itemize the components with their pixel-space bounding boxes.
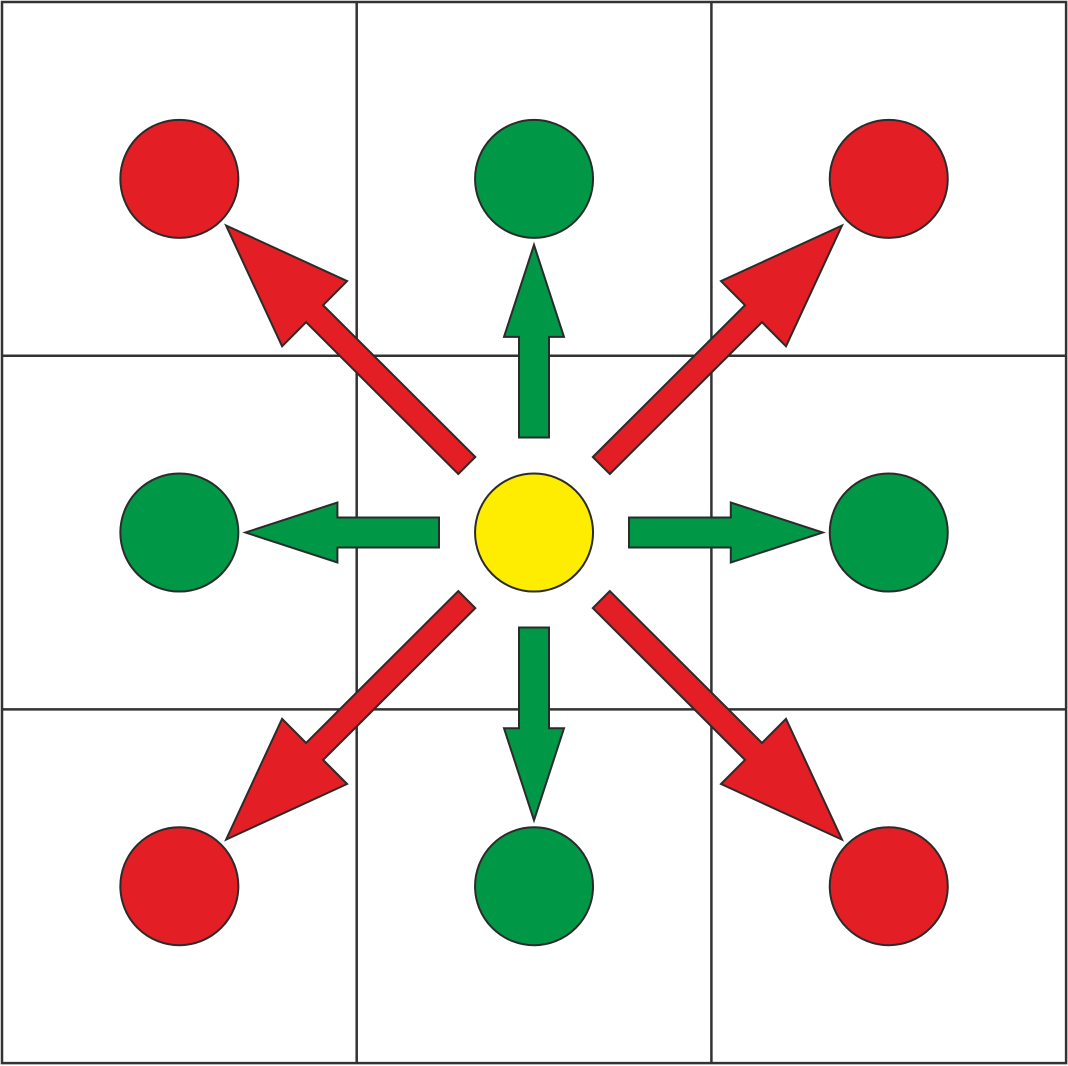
- arrow-north-east: [591, 223, 845, 476]
- arrow-north: [502, 241, 566, 439]
- circle-center: [474, 472, 595, 593]
- arrow-south: [502, 626, 566, 824]
- circles: [119, 118, 949, 947]
- arrow-west: [242, 501, 440, 564]
- circle-south: [474, 826, 595, 947]
- arrow-east: [628, 501, 827, 564]
- circle-south-east: [828, 826, 949, 947]
- circle-west: [119, 472, 240, 593]
- arrow-south-west: [224, 589, 477, 842]
- arrows: [224, 223, 845, 842]
- arrow-north-west: [224, 223, 477, 476]
- circle-east: [828, 472, 949, 593]
- circle-south-west: [119, 826, 240, 947]
- arrow-south-east: [591, 589, 845, 842]
- circle-north-east: [828, 118, 949, 239]
- circle-north: [474, 118, 595, 239]
- circle-north-west: [119, 118, 240, 239]
